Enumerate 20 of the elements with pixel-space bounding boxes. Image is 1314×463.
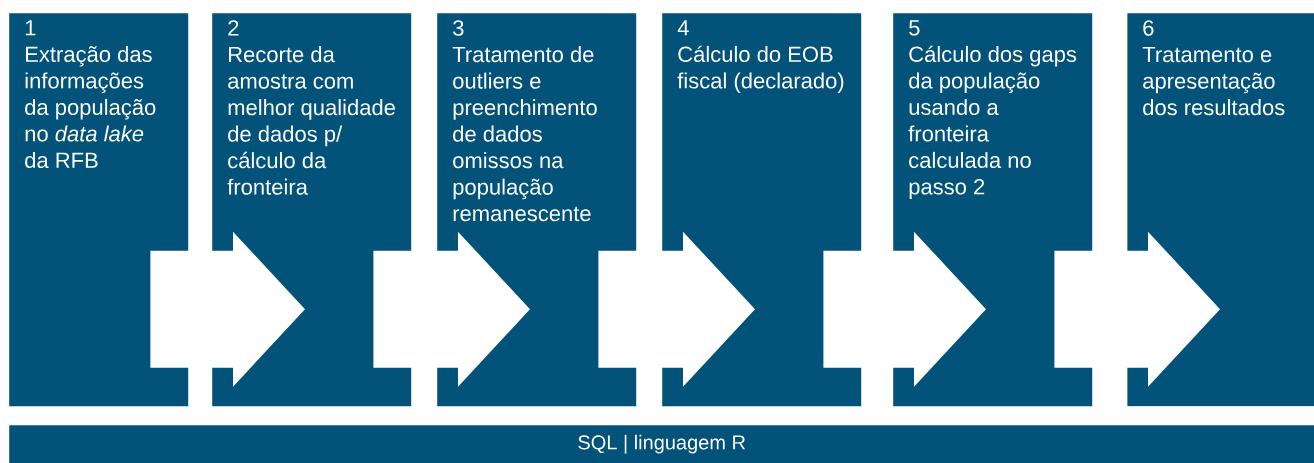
step-text: Cálculo do EOB fiscal (declarado)	[677, 45, 844, 93]
step-box	[9, 13, 189, 407]
step-text: Cálculo dos gaps da população usando a fronteira calculada no passo 2	[908, 45, 1077, 199]
block-arrow	[150, 231, 305, 387]
step-number: 3	[453, 20, 464, 36]
step-text: Extração das informações da população no data lake da RFB	[25, 45, 156, 169]
block-arrow	[598, 231, 755, 387]
block-arrow	[823, 231, 986, 387]
block-arrow	[1054, 231, 1220, 387]
step-number: 6	[1143, 20, 1154, 36]
step-number: 2	[228, 20, 239, 36]
block-arrow	[373, 231, 530, 387]
step-text: Recorte da amostra com melhor qualidade de dados p/ cálculo da fronteira	[227, 46, 395, 195]
step-number: 4	[677, 20, 689, 36]
tools-bar	[9, 425, 1314, 463]
tool-list: SQL | linguagem R	[578, 434, 746, 454]
step-number: 5	[909, 20, 920, 36]
step-number: 1	[25, 20, 36, 36]
step-text: Tratamento de outliers e preenchimento de dados omissos na população remanescente	[452, 46, 597, 222]
step-text: Tratamento e apresentação dos resultados	[1142, 46, 1285, 116]
